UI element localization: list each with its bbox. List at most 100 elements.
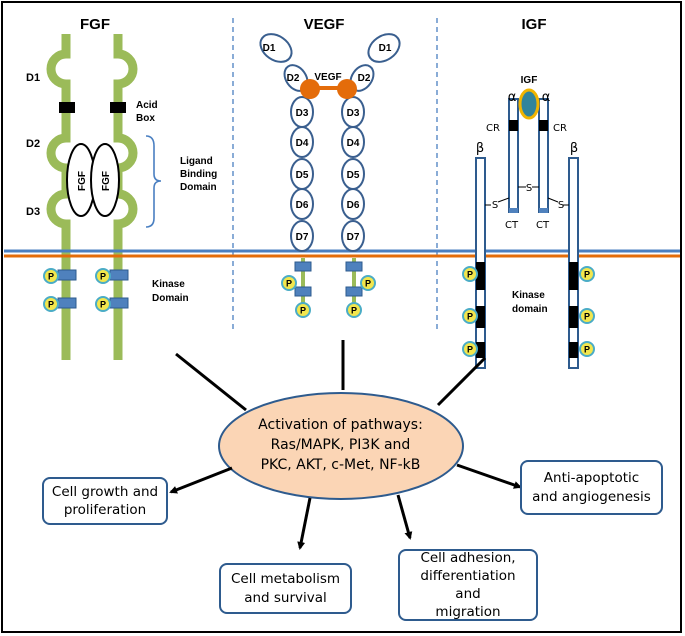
igf-s-center: S: [526, 183, 532, 194]
igf-phospho-1-label: P: [467, 312, 473, 322]
outcome-growth-label: Cell growth and proliferation: [51, 483, 159, 518]
vegf-phospho-2-circle: [360, 275, 376, 291]
fgf-acid-box-line2: Box: [136, 113, 155, 124]
fgf-phospho-0-label: P: [48, 272, 54, 282]
vegf-d5-right-label: D5: [347, 170, 360, 181]
igf-beta-left: β: [476, 141, 484, 156]
outcome-adhesion: Cell adhesion, differentiation and migra…: [398, 549, 538, 621]
igf-cr-right: CR: [553, 123, 567, 134]
vegf-d1-right: [367, 33, 401, 63]
vegf-d4-right: [341, 126, 365, 158]
vegf-d6-left: [290, 188, 314, 220]
igf-phospho-4-label: P: [584, 312, 590, 322]
igf-phospho-4-circle: [579, 308, 595, 324]
fgf-receptor-left: [46, 34, 71, 360]
igf-ligand: [518, 88, 540, 120]
vegf-d3-left-label: D3: [296, 108, 309, 119]
outcome-adhesion-label: Cell adhesion, differentiation and migra…: [420, 549, 516, 621]
vegf-ligand-label: VEGF: [314, 72, 341, 83]
vegf-d4-left-label: D4: [296, 138, 309, 149]
vegf-phospho-group: P P P P: [281, 275, 376, 318]
igf-phospho-3-label: P: [584, 270, 590, 280]
fgf-phospho-2-circle: [95, 268, 111, 284]
ligand-binding-line2: Binding: [180, 169, 217, 180]
vegf-phospho-0-circle: [281, 275, 297, 291]
fgf-kinase-line2: Domain: [152, 293, 189, 304]
vegf-d7-right: [341, 220, 365, 252]
vegf-phospho-1-circle: [295, 302, 311, 318]
vegf-d7-right-label: D7: [347, 232, 360, 243]
outcome-apoptotic: Anti-apoptotic and angiogenesis: [520, 460, 663, 515]
outcome-growth: Cell growth and proliferation: [42, 477, 168, 525]
vegf-tails: [294, 258, 363, 305]
vegf-d1-right-label: D1: [379, 43, 392, 54]
igf-s-right: S: [558, 200, 564, 211]
igf-black-blocks: [476, 120, 578, 358]
vegf-d4-right-label: D4: [347, 138, 360, 149]
vegf-d2-right-label: D2: [358, 73, 371, 84]
arrow-to-adhesion: [396, 494, 413, 540]
igf-phospho-1-circle: [462, 308, 478, 324]
igf-phospho-2-label: P: [467, 345, 473, 355]
fgf-phospho-3-circle: [95, 296, 111, 312]
vegf-phospho-1-label: P: [300, 306, 306, 316]
fgf-acid-box-left: [59, 102, 75, 113]
vegf-phospho-3-circle: [346, 302, 362, 318]
igf-s-left: S: [492, 200, 498, 211]
vegf-d1-left: [259, 33, 293, 63]
ligand-binding-label: Ligand Binding Domain: [180, 156, 220, 193]
arrow-to-growth: [169, 466, 233, 494]
vegf-title: VEGF: [304, 16, 345, 33]
vegf-d1-left-label: D1: [263, 43, 276, 54]
igf-ct-marks: [509, 208, 548, 213]
fgf-d2-label: D2: [26, 138, 40, 150]
vegf-d6-right: [341, 188, 365, 220]
arrow-to-apoptotic: [456, 463, 522, 489]
fgf-phospho-3-label: P: [100, 300, 106, 310]
vegf-d4-left: [290, 126, 314, 158]
ligand-binding-line3: Domain: [180, 182, 217, 193]
vegf-d3-right-label: D3: [347, 108, 360, 119]
vegf-phospho-0-label: P: [286, 279, 292, 289]
vegf-ligand-left: [300, 79, 320, 99]
fgf-d3-label: D3: [26, 206, 40, 218]
vegf-d6-left-label: D6: [296, 200, 309, 211]
fgf-phospho-2-label: P: [100, 272, 106, 282]
arrow-fgf-to-center: [175, 352, 247, 412]
outcome-metabolism: Cell metabolism and survival: [219, 563, 352, 614]
vegf-d2-left-label: D2: [287, 73, 300, 84]
fgf-ligand-right: [90, 143, 120, 217]
igf-alpha-right: α: [542, 90, 551, 105]
igf-alpha-left: α: [508, 90, 517, 105]
ligand-binding-line1: Ligand: [180, 156, 213, 167]
igf-ct-right: CT: [536, 220, 550, 231]
fgf-phospho-1-label: P: [48, 300, 54, 310]
igf-kinase-label: Kinase domain: [512, 290, 548, 315]
fgf-d1-label: D1: [26, 72, 40, 84]
fgf-acid-box-line1: Acid: [136, 100, 158, 111]
fgf-phospho-0-circle: [43, 268, 59, 284]
igf-beta-right: β: [570, 141, 578, 156]
fgf-phospho-group: P P P P: [43, 268, 111, 312]
igf-phospho-3-circle: [579, 266, 595, 282]
pathway-activation-label: Activation of pathways: Ras/MAPK, PI3K a…: [258, 416, 423, 474]
fgf-title: FGF: [80, 16, 110, 33]
igf-ct-left: CT: [505, 220, 519, 231]
vegf-phospho-3-label: P: [351, 306, 357, 316]
igf-phospho-0-circle: [462, 266, 478, 282]
vegf-ligand-right: [337, 79, 357, 99]
outcome-apoptotic-label: Anti-apoptotic and angiogenesis: [532, 470, 651, 505]
vegf-phospho-2-label: P: [365, 279, 371, 289]
fgf-ligand-label-right: FGF: [101, 171, 112, 191]
arrow-igf-to-center: [436, 356, 487, 407]
fgf-receptor-right: [113, 34, 138, 360]
ligand-binding-bracket: [145, 135, 162, 228]
igf-ligand-label: IGF: [521, 75, 538, 86]
fgf-acid-box-label: Acid Box: [136, 100, 160, 124]
igf-phospho-5-circle: [579, 341, 595, 357]
igf-receptor: [475, 98, 579, 369]
vegf-d7-left-label: D7: [296, 232, 309, 243]
